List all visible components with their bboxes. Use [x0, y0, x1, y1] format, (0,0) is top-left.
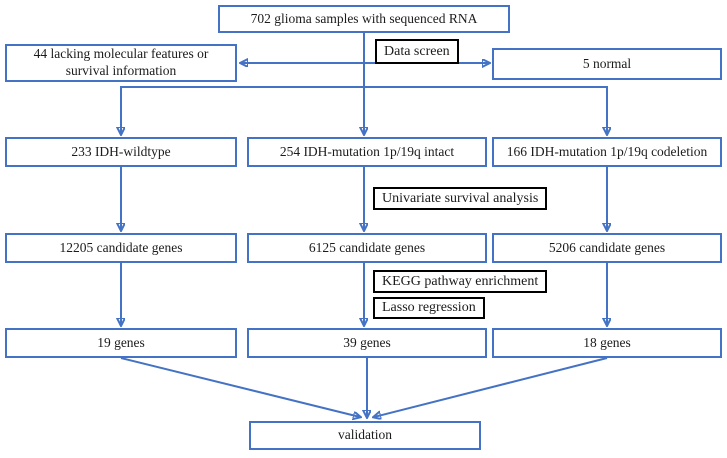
label-lasso-regression: Lasso regression — [373, 297, 485, 319]
label-univariate-survival-analysis: Univariate survival analysis — [373, 187, 548, 210]
node-idh-mutation-codeletion: 166 IDH-mutation 1p/19q codeletion — [492, 137, 722, 167]
node-candidates-left: 12205 candidate genes — [5, 233, 237, 263]
arrow-right-genes-to-validation — [374, 357, 608, 417]
node-total-samples: 702 glioma samples with sequenced RNA — [218, 5, 510, 33]
node-candidates-right: 5206 candidate genes — [492, 233, 722, 263]
node-idh-mutation-intact: 254 IDH-mutation 1p/19q intact — [247, 137, 487, 167]
arrow-left-genes-to-validation — [120, 357, 360, 417]
node-excluded-missing-data: 44 lacking molecular features or surviva… — [5, 44, 237, 82]
label-kegg-pathway-enrichment: KEGG pathway enrichment — [373, 270, 548, 293]
label-data-screen: Data screen — [375, 39, 459, 64]
node-excluded-normal: 5 normal — [492, 48, 722, 80]
node-validation: validation — [249, 421, 481, 450]
node-idh-wildtype: 233 IDH-wildtype — [5, 137, 237, 167]
node-genes-right: 18 genes — [492, 328, 722, 358]
node-genes-mid: 39 genes — [247, 328, 487, 358]
node-genes-left: 19 genes — [5, 328, 237, 358]
node-candidates-mid: 6125 candidate genes — [247, 233, 487, 263]
